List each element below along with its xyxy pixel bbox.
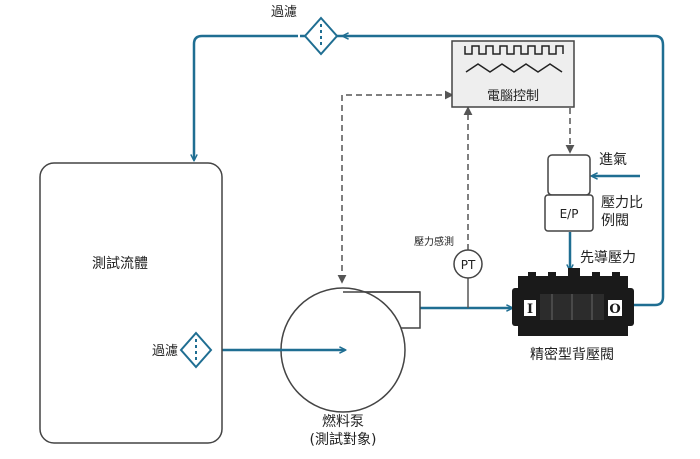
return-line-left [194, 34, 298, 160]
valve-inlet-label: I [527, 302, 533, 317]
back-pressure-valve [512, 268, 634, 336]
pump-label-2: (測試對象) [310, 432, 377, 448]
pressure-sensing-label: 壓力感測 [414, 235, 454, 248]
test-fluid-label: 測試流體 [92, 256, 148, 272]
computer-control-box [451, 40, 575, 108]
proportional-valve-label-2: 例閥 [601, 213, 629, 229]
valve-outlet-label: O [609, 302, 620, 317]
filter-left [179, 331, 213, 369]
pt-label: PT [461, 258, 476, 272]
filter-top [303, 16, 339, 56]
computer-control-label: 電腦控制 [487, 89, 539, 104]
ep-valve [544, 154, 594, 232]
fuel-pump [280, 287, 421, 413]
return-line [343, 36, 665, 305]
filter-top-label: 過濾 [271, 5, 297, 20]
pump-label-1: 燃料泵 [322, 413, 364, 430]
back-pressure-valve-label: 精密型背壓閥 [530, 346, 614, 363]
signal-lines [337, 90, 575, 284]
test-fluid-tank [39, 162, 223, 444]
ep-label: E/P [560, 207, 579, 221]
control-to-pump-signal [337, 90, 454, 284]
triangle-wave-icon [465, 63, 563, 73]
proportional-valve-label-1: 壓力比 [601, 195, 643, 211]
square-wave-icon [464, 45, 564, 55]
pressure-transducer [453, 249, 483, 279]
filter-left-label: 過濾 [152, 344, 178, 359]
air-in-label: 進氣 [599, 152, 627, 168]
pilot-pressure-label: 先導壓力 [580, 250, 636, 266]
